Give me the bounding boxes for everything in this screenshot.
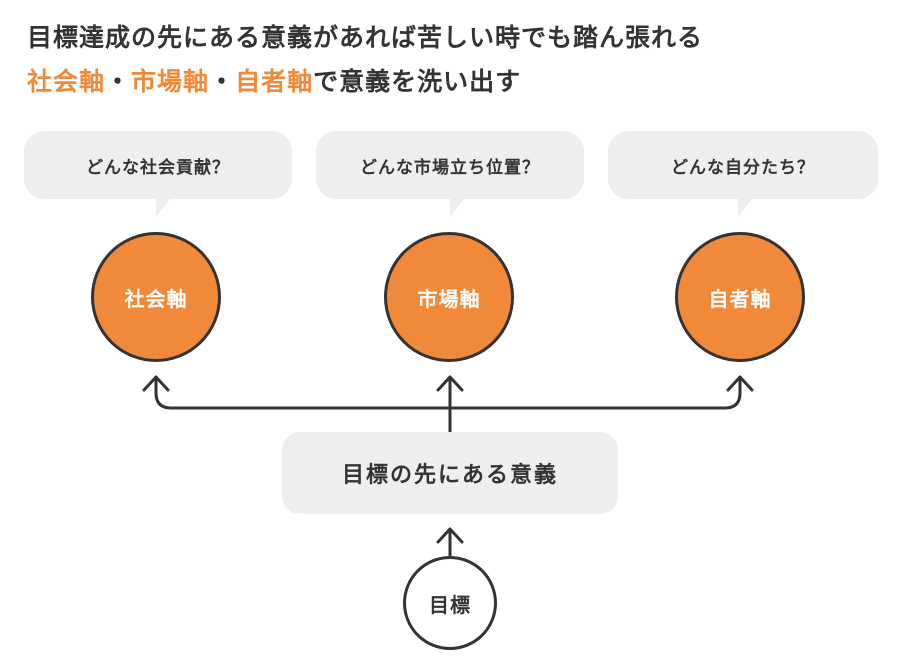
goal-circle: 目標	[403, 556, 497, 650]
heading-axis-self: 自者軸	[235, 67, 314, 96]
heading-axis-social: 社会軸	[27, 67, 106, 96]
question-bubble-social: どんな社会貢献？	[24, 131, 292, 217]
arrow-head-self	[726, 375, 754, 392]
heading-line-1: 目標達成の先にある意義があれば苦しい時でも踏ん張れる	[27, 23, 704, 52]
arrow-head-goal	[436, 527, 464, 544]
arrow-head-market	[436, 375, 464, 392]
meaning-box: 目標の先にある意義	[282, 432, 618, 514]
heading-separator: ・	[209, 67, 236, 96]
heading-axis-market: 市場軸	[131, 67, 210, 96]
question-bubble-self: どんな自分たち？	[608, 131, 878, 217]
heading-line-2: 社会軸・市場軸・自者軸で意義を洗い出す	[27, 64, 887, 100]
heading-separator: ・	[105, 67, 132, 96]
axis-circle-market: 市場軸	[384, 232, 514, 362]
arrow-head-social	[142, 375, 170, 392]
axis-circle-social: 社会軸	[91, 232, 221, 362]
heading-rest: で意義を洗い出す	[313, 67, 522, 96]
question-bubble-market: どんな市場立ち位置？	[316, 131, 584, 217]
axis-circle-self: 自者軸	[675, 232, 805, 362]
branch-connector-line	[154, 376, 742, 410]
